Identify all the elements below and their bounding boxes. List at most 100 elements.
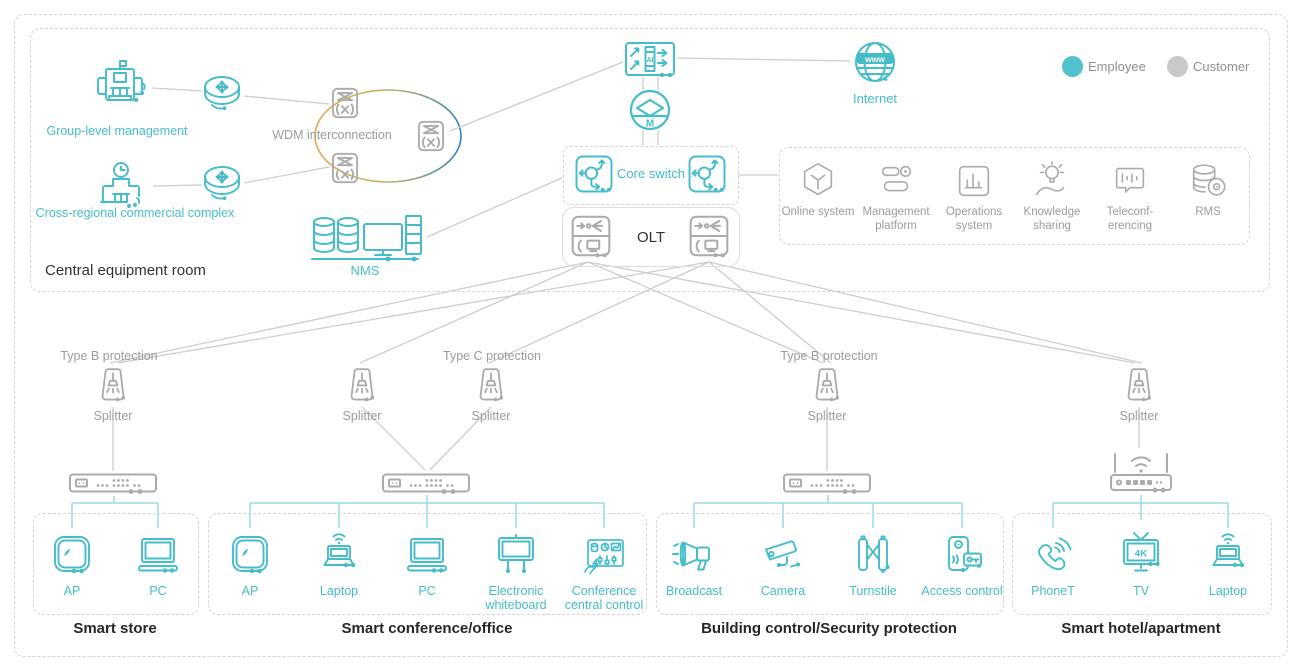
turnstile-icon: [849, 530, 897, 578]
zone-name-building-control: Building control/Security protection: [701, 620, 957, 637]
service-label: Teleconf-erencing: [1106, 206, 1154, 232]
broadcast-icon: [670, 530, 718, 578]
outer-border: [14, 14, 1288, 657]
employee-legend-dot: [1062, 56, 1083, 77]
customer-legend-label: Customer: [1193, 59, 1250, 74]
tv-icon: 4K: [1117, 530, 1165, 578]
splitter-label: Splitter: [1119, 409, 1159, 423]
zone-box-building-control: [656, 513, 1004, 615]
service-label: Online system: [781, 206, 855, 218]
group-management-label: Group-level management: [46, 124, 188, 138]
tv-4k-text: 4K: [1135, 549, 1147, 560]
electronic-whiteboard-icon: [492, 530, 540, 578]
service-operations-system: Operations system: [935, 160, 1013, 234]
zone-box-smart-hotel: [1012, 513, 1272, 615]
device-label: AP: [63, 584, 81, 598]
nms-label: NMS: [350, 263, 380, 278]
device-label: Access control: [921, 584, 1003, 598]
rms-icon: [1169, 160, 1247, 202]
splitter-label: Splitter: [93, 409, 133, 423]
olt-icon: [569, 214, 613, 258]
services-box: [779, 147, 1250, 245]
type-c-protection-label: Type C protection: [443, 349, 541, 363]
device-label: Laptop: [1208, 584, 1248, 598]
splitter-icon: [1119, 363, 1159, 407]
device-label: Electronic whiteboard: [485, 584, 547, 613]
management-platform-icon: [857, 160, 935, 202]
service-online-system: Online system: [779, 160, 857, 220]
wifi-router-icon: [1103, 444, 1179, 496]
splitter-icon: [471, 363, 511, 407]
device-label: PhoneT: [1031, 584, 1075, 598]
wdm-node-icon: [328, 151, 362, 185]
wdm-node-icon: [328, 86, 362, 120]
router-icon: [198, 70, 246, 118]
central-equipment-room-box: [30, 28, 1270, 292]
ont-switch-icon: [782, 471, 874, 497]
router-icon: [198, 160, 246, 208]
device-label: Conference central control: [564, 584, 644, 613]
operations-system-icon: [935, 160, 1013, 202]
internet-label: Internet: [852, 91, 898, 106]
olt-label: OLT: [636, 229, 666, 246]
camera-icon: [759, 530, 807, 578]
splitter-icon: [807, 363, 847, 407]
www-text: www: [864, 54, 885, 64]
core-switch-box: [563, 146, 739, 205]
zone-box-smart-store: [33, 513, 199, 615]
zone-box-smart-conference: [208, 513, 647, 615]
service-knowledge-sharing: Knowledge sharing: [1013, 160, 1091, 234]
olt-box: [562, 207, 740, 267]
group-management-building-icon: [90, 58, 150, 114]
employee-legend-label: Employee: [1088, 59, 1146, 74]
service-label: RMS: [1195, 206, 1221, 218]
laptop-icon: [1204, 528, 1252, 576]
splitter-label: Splitter: [807, 409, 847, 423]
cross-regional-building-icon: [91, 160, 151, 212]
service-management-platform: Management platform: [857, 160, 935, 234]
ai-switch-text: AI: [647, 57, 654, 64]
device-label: PC: [418, 584, 436, 598]
device-label: AP: [241, 584, 259, 598]
ap-icon: [226, 530, 274, 578]
device-label: PC: [149, 584, 167, 598]
device-label: Laptop: [319, 584, 359, 598]
zone-name-smart-hotel: Smart hotel/apartment: [1061, 620, 1221, 637]
m-router-text: M: [646, 119, 654, 130]
splitter-label: Splitter: [342, 409, 382, 423]
central-room-label: Central equipment room: [45, 262, 206, 279]
core-switch-label: Core switch: [617, 166, 685, 181]
service-label: Management platform: [862, 206, 930, 232]
phone-icon: [1029, 530, 1077, 578]
olt-icon: [687, 214, 731, 258]
device-label: Broadcast: [665, 584, 723, 598]
cross-regional-label: Cross-regional commercial complex: [35, 206, 235, 220]
internet-globe-icon: www: [851, 40, 899, 88]
splitter-icon: [93, 363, 133, 407]
zone-name-smart-conference: Smart conference/office: [341, 620, 513, 637]
core-switch-icon: [573, 153, 615, 195]
pc-icon: [134, 530, 182, 578]
device-label: TV: [1133, 584, 1149, 598]
ont-switch-icon: [381, 471, 473, 497]
service-label: Operations system: [945, 206, 1003, 232]
m-router-icon: M: [626, 87, 674, 135]
access-control-icon: [938, 530, 986, 578]
nms-icon: [310, 212, 426, 268]
splitter-icon: [342, 363, 382, 407]
splitter-label: Splitter: [471, 409, 511, 423]
knowledge-sharing-icon: [1013, 160, 1091, 202]
device-label: Turnstile: [849, 584, 897, 598]
wdm-label: WDM interconnection: [272, 128, 392, 142]
ai-switch-icon: AI: [624, 41, 676, 77]
conference-central-control-icon: [580, 530, 628, 578]
laptop-icon: [315, 528, 363, 576]
wdm-node-icon: [414, 119, 448, 153]
core-switch-icon: [686, 153, 728, 195]
service-rms: RMS: [1169, 160, 1247, 220]
pc-icon: [403, 530, 451, 578]
type-b-protection-label: Type B protection: [780, 349, 878, 363]
zone-name-smart-store: Smart store: [73, 620, 157, 637]
ont-switch-icon: [68, 471, 160, 497]
